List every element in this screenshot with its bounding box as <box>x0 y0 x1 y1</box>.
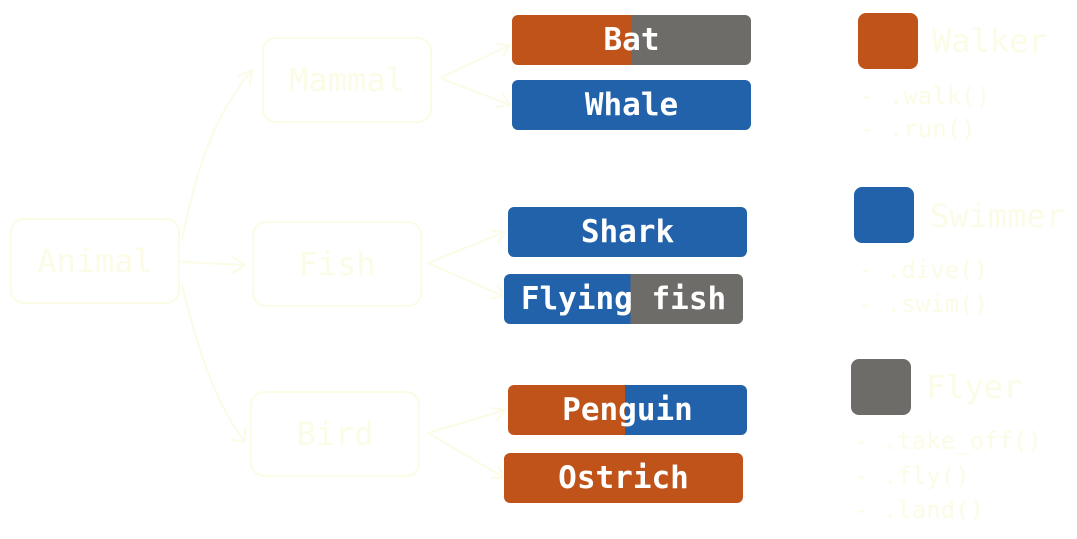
legend-walker-method: - .run() <box>860 115 976 143</box>
animal-shark-label: Shark <box>580 214 675 250</box>
legend-walker-title: Walker <box>932 22 1048 60</box>
animal-penguin-label: Penguin <box>562 392 693 428</box>
arrow-bird-penguin <box>427 409 506 434</box>
animal-whale: Whale <box>511 79 752 131</box>
arrow-bird-ostrich <box>427 432 506 479</box>
node-animal-label: Animal <box>37 242 153 280</box>
legend-flyer-method: - .land() <box>854 496 985 524</box>
legend-flyer-title: Flyer <box>926 368 1023 406</box>
arrow-animal-mammal <box>181 69 253 241</box>
arrow-animal-fish <box>181 261 246 266</box>
flyer-swatch <box>850 358 912 416</box>
legend-walker-method: - .walk() <box>860 82 991 110</box>
legend-swimmer-title: Swimmer <box>930 197 1065 235</box>
arrowhead-animal-fish <box>232 256 247 274</box>
arrow-mammal-bat <box>439 44 511 79</box>
legend-swimmer-method: - .swim() <box>858 290 989 318</box>
node-bird: Bird <box>250 391 420 477</box>
arrowhead-animal-mammal <box>237 68 254 86</box>
swimmer-swatch <box>853 186 915 244</box>
node-fish-label: Fish <box>298 245 376 283</box>
arrow-fish-flyingfish <box>427 262 506 298</box>
arrowhead-fish-shark <box>491 230 507 244</box>
animal-flying-fish: Flying fish <box>503 273 744 325</box>
walker-swatch <box>857 12 919 70</box>
animal-shark: Shark <box>507 206 748 258</box>
node-fish: Fish <box>252 221 422 307</box>
arrow-fish-shark <box>427 231 506 264</box>
node-animal: Animal <box>10 218 180 304</box>
animal-bat: Bat <box>511 14 752 66</box>
node-mammal-label: Mammal <box>289 61 405 99</box>
legend-swimmer-method: - .dive() <box>858 256 989 284</box>
animal-whale-label: Whale <box>584 87 679 123</box>
legend-flyer-method: - .fly() <box>854 462 970 490</box>
arrowhead-animal-bird <box>232 427 246 444</box>
arrow-mammal-whale <box>439 77 511 106</box>
animal-ostrich: Ostrich <box>503 452 744 504</box>
arrowhead-mammal-bat <box>496 43 512 57</box>
animal-ostrich-label: Ostrich <box>558 460 689 496</box>
arrowhead-mammal-whale <box>496 93 512 108</box>
animal-bat-label: Bat <box>603 22 660 58</box>
node-bird-label: Bird <box>296 415 374 453</box>
arrowhead-bird-penguin <box>491 407 507 421</box>
node-mammal: Mammal <box>262 37 432 123</box>
arrow-animal-bird <box>181 284 246 443</box>
animal-penguin: Penguin <box>507 384 748 436</box>
animal-flying-fish-label: Flying fish <box>520 281 727 317</box>
legend-flyer-method: - .take_off() <box>854 427 1042 455</box>
